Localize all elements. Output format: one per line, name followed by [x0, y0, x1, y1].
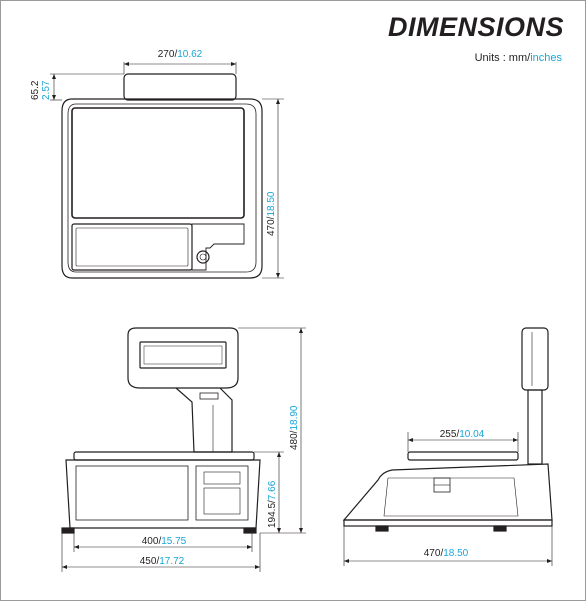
- dim-label-top-width: 270/10.62: [158, 49, 203, 60]
- dim-label-top-height-inch: 2.57: [41, 80, 52, 100]
- side-view-body-face: [383, 477, 519, 517]
- side-view-body: [342, 463, 553, 521]
- dim-label-side-depth: 470/18.50: [424, 548, 469, 559]
- side-view-platter: [407, 451, 519, 461]
- units-inch-label: inches: [530, 52, 562, 64]
- dim-label-top-depth: 470/18.50: [266, 191, 277, 236]
- dim-label-front-height: 480/18.90: [289, 405, 300, 450]
- front-view-printer: [195, 465, 249, 521]
- top-view-body-inner: [67, 103, 257, 273]
- front-view-foot-left: [61, 527, 75, 534]
- top-view-body: [61, 98, 263, 279]
- dim-label-front-base-height: 194.5/7.66: [267, 480, 278, 528]
- top-view-keypad-inner: [75, 227, 189, 267]
- side-view-pole: [527, 389, 543, 465]
- front-view-base-panel: [75, 465, 189, 521]
- front-view-base: [65, 459, 261, 529]
- top-view-printer: [191, 223, 245, 271]
- side-view-base-plate: [343, 519, 553, 527]
- front-view-display-head: [127, 327, 239, 389]
- dim-label-front-outer-width: 450/17.72: [140, 556, 185, 567]
- front-view-platter: [73, 451, 255, 461]
- units-legend: Units : mm/inches: [475, 52, 562, 64]
- dim-label-top-height-mm: 65.2: [30, 80, 41, 100]
- front-view-pole: [175, 387, 233, 453]
- front-view-foot-right: [243, 527, 257, 534]
- side-view-foot-left: [375, 525, 389, 532]
- front-view-printer-slot: [203, 471, 241, 485]
- front-view-display-screen: [139, 341, 227, 369]
- units-mm-label: Units : mm/: [474, 52, 531, 64]
- dim-label-front-inner-width: 400/15.75: [142, 536, 187, 547]
- top-view: [50, 62, 284, 279]
- front-view-printer-door: [203, 487, 241, 515]
- dim-label-side-platter: 255/10.04: [440, 429, 485, 440]
- top-view-keypad: [71, 223, 193, 271]
- top-view-platter: [71, 107, 245, 219]
- top-view-knob-inner: [199, 253, 207, 261]
- side-view: [342, 327, 553, 566]
- front-view-pole-label: [199, 392, 219, 400]
- front-view-display-screen-inner: [143, 345, 223, 365]
- page-title: DIMENSIONS: [387, 12, 564, 42]
- front-view: [61, 327, 306, 572]
- side-view-display-head: [521, 327, 549, 391]
- top-view-display-head: [123, 73, 237, 101]
- top-view-knob: [196, 250, 210, 264]
- side-view-foot-right: [493, 525, 507, 532]
